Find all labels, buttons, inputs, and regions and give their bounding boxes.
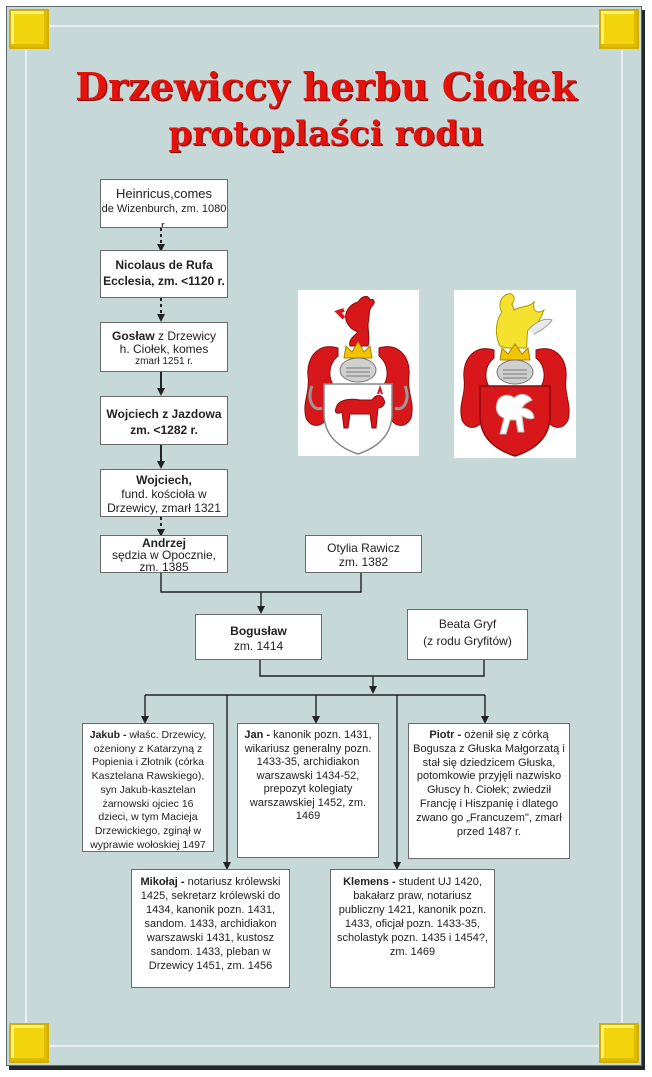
node-line: zm. 1414 xyxy=(233,639,284,653)
node-line: Heinricus,comes xyxy=(115,186,213,201)
node-nicolaus: Nicolaus de Rufa Ecclesia, zm. <1120 r. xyxy=(100,250,228,298)
node-jakub: Jakub - właśc. Drzewicy, ożeniony z Kata… xyxy=(82,723,214,852)
node-line: fund. kościoła w xyxy=(121,487,207,501)
corner-ornament xyxy=(9,1023,49,1063)
node-line: h. Ciołek, komes xyxy=(119,342,209,356)
parents-connector xyxy=(259,660,485,677)
node-line: Beata Gryf xyxy=(438,617,497,631)
node-wojciech: Wojciech, fund. kościoła w Drzewicy, zma… xyxy=(100,469,228,517)
node-wojciech-jazdow: Wojciech z Jazdowa zm. <1282 r. xyxy=(100,396,228,445)
griffin-icon xyxy=(460,293,570,457)
node-beata: Beata Gryf (z rodu Gryfitów) xyxy=(407,609,528,660)
node-name: Jakub - xyxy=(89,729,127,741)
node-line: (z rodu Gryfitów) xyxy=(423,634,512,648)
parents-connector xyxy=(160,573,362,593)
node-text: kanonik pozn. 1431, wikariusz generalny … xyxy=(244,729,372,822)
node-line: sędzia w Opocznie, xyxy=(111,548,217,562)
node-line: Gosław z Drzewicy xyxy=(101,329,227,343)
node-name: Klemens - xyxy=(343,876,396,888)
node-name: Wojciech, xyxy=(136,473,192,487)
node-text: właśc. Drzewicy, ożeniony z Katarzyną z … xyxy=(90,729,207,851)
node-line: zm. <1282 r. xyxy=(130,423,198,437)
node-line: de Wizenburch, zm. 1080 r. xyxy=(101,203,227,228)
node-klemens: Klemens - student UJ 1420, bakałarz praw… xyxy=(330,869,495,988)
corner-ornament xyxy=(9,9,49,49)
node-name: Mikołaj - xyxy=(140,876,185,888)
node-name: Gosław xyxy=(111,329,155,343)
node-line: Nicolaus de Rufa xyxy=(115,258,213,272)
node-goslaw: Gosław z Drzewicy h. Ciołek, komes zmarł… xyxy=(100,322,228,372)
corner-ornament xyxy=(599,9,639,49)
node-boguslaw: Bogusław zm. 1414 xyxy=(195,614,322,660)
node-jan: Jan - kanonik pozn. 1431, wikariusz gene… xyxy=(237,723,379,858)
node-line: Otylia Rawicz xyxy=(327,541,400,555)
ciolek-crest xyxy=(298,290,419,456)
node-name: Andrzej xyxy=(141,536,186,550)
node-line: Drzewicy, zmarł 1321 xyxy=(107,501,221,515)
title-line-2: protoplaści rodu xyxy=(168,114,484,154)
node-line: Ecclesia, zm. <1120 r. xyxy=(103,274,225,288)
node-name: Piotr - xyxy=(429,729,462,741)
node-text: z Drzewicy xyxy=(154,329,217,343)
corner-ornament xyxy=(599,1023,639,1063)
node-mikolaj: Mikołaj - notariusz królewski 1425, sekr… xyxy=(131,869,290,988)
node-otylia: Otylia Rawicz zm. 1382 xyxy=(305,535,422,573)
title-line-1: Drzewiccy herbu Ciołek xyxy=(75,64,577,109)
node-text: ożenił się z córką Bogusza z Głuska Małg… xyxy=(413,729,565,838)
gryf-crest xyxy=(454,290,576,458)
node-name: Bogusław xyxy=(230,624,287,638)
node-text: student UJ 1420, bakałarz praw, notarius… xyxy=(336,876,489,958)
node-heinricus: Heinricus,comes de Wizenburch, zm. 1080 … xyxy=(100,179,228,228)
node-piotr: Piotr - ożenił się z córką Bogusza z Głu… xyxy=(408,723,570,859)
node-line: zm. 1385 xyxy=(139,560,189,573)
node-text: notariusz królewski 1425, sekretarz król… xyxy=(140,876,281,972)
node-line: zm. 1382 xyxy=(338,555,389,569)
node-name: Jan - xyxy=(244,729,271,741)
node-name: Wojciech z Jazdowa xyxy=(106,407,222,421)
calf-icon xyxy=(304,295,413,455)
frame-border xyxy=(25,25,623,1047)
node-line: zmarł 1251 r. xyxy=(135,356,193,367)
node-andrzej: Andrzej sędzia w Opocznie, zm. 1385 xyxy=(100,535,228,573)
